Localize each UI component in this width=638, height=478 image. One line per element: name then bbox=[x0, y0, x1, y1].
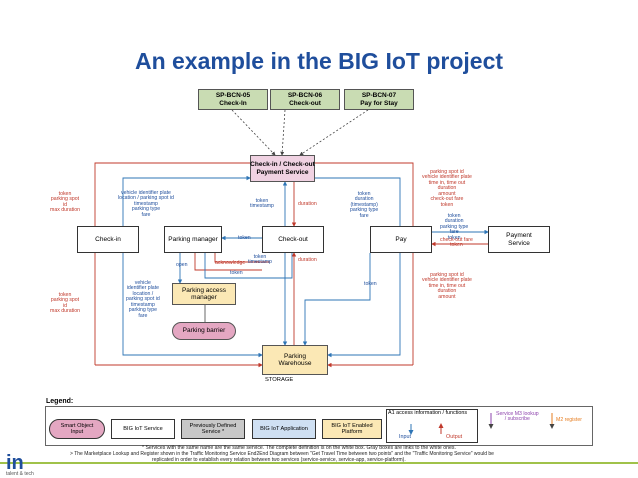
node-sp-bcn-06-label: SP-BCN-06 Check-out bbox=[287, 92, 323, 107]
legend-m3-lookup: Service M3 lookup / subscribe bbox=[496, 411, 539, 423]
legend-title: Legend: bbox=[46, 398, 74, 405]
node-payment-service: Payment Service bbox=[488, 226, 550, 253]
note-line-3: replicated in order to establish every r… bbox=[152, 457, 406, 463]
legend-previously-defined: Previously Defined Service * bbox=[181, 419, 245, 439]
label-token-mid: token bbox=[238, 235, 251, 241]
label-parking-spot-right-top: parking spot id vehicle identifier plate… bbox=[422, 169, 472, 208]
node-sp-bcn-06: SP-BCN-06 Check-out bbox=[270, 89, 340, 110]
label-token-timestamp-mid: token timestamp bbox=[248, 254, 272, 266]
legend-big-iot-platform-label: BIG IoT Enabled Platform bbox=[331, 422, 373, 435]
label-vehicle-ids-top: vehicle identifier plate location / park… bbox=[118, 190, 174, 218]
node-parking-warehouse-label: Parking Warehouse bbox=[278, 352, 312, 367]
note-line-1: * Services with the same name are the sa… bbox=[142, 445, 456, 451]
label-token-low: token bbox=[230, 270, 243, 276]
legend-m2-register: M2 register bbox=[556, 417, 582, 423]
node-parking-barrier-label: Parking barrier bbox=[182, 327, 226, 335]
legend-previously-defined-label: Previously Defined Service * bbox=[189, 422, 237, 435]
label-token-duration-right: token duration parking type fare token bbox=[440, 213, 469, 241]
node-service-label: Check-in / Check-out Payment Service bbox=[250, 161, 315, 176]
node-parking-barrier: Parking barrier bbox=[172, 322, 236, 340]
node-check-in-label: Check-in bbox=[95, 235, 121, 243]
label-duration-top: duration bbox=[298, 201, 317, 207]
label-token-pay-low: token bbox=[364, 281, 377, 287]
label-duration-mid: duration bbox=[298, 257, 317, 263]
legend-big-iot-application-label: BIG IoT Application bbox=[260, 425, 308, 432]
legend-big-iot-platform: BIG IoT Enabled Platform bbox=[322, 419, 382, 439]
node-sp-bcn-07-label: SP-BCN-07 Pay for Stay bbox=[360, 92, 398, 107]
company-tagline: talent & tech bbox=[6, 471, 34, 477]
legend-access-box bbox=[386, 409, 478, 443]
legend-output: Output bbox=[446, 434, 463, 440]
storage-label: STORAGE bbox=[265, 377, 294, 383]
label-open: open bbox=[176, 262, 188, 268]
node-pay-label: Pay bbox=[395, 235, 407, 243]
legend-big-iot-service: BIG IoT Service bbox=[111, 419, 175, 439]
node-parking-access-manager-label: Parking access manager bbox=[181, 286, 227, 301]
legend-big-iot-application: BIG IoT Application bbox=[252, 419, 316, 439]
label-acknowledge: acknowledge bbox=[215, 260, 246, 266]
label-token-timestamp-top: token timestamp bbox=[250, 198, 274, 210]
node-pay: Pay bbox=[370, 226, 432, 253]
node-payment-service-label: Payment Service bbox=[506, 232, 532, 247]
node-parking-manager-label: Parking manager bbox=[168, 235, 218, 243]
legend-smart-object-label: Smart Object Input bbox=[60, 422, 94, 435]
label-parking-spot-right-bottom: parking spot id vehicle identifier plate… bbox=[422, 272, 472, 300]
legend-input: Input bbox=[399, 434, 411, 440]
node-check-out: Check-out bbox=[262, 226, 324, 253]
company-logo: in bbox=[6, 452, 24, 474]
legend-big-iot-service-label: BIG IoT Service bbox=[123, 425, 163, 432]
note-line-2: > The Marketplace Lookup and Register sh… bbox=[70, 451, 494, 457]
node-sp-bcn-07: SP-BCN-07 Pay for Stay bbox=[344, 89, 414, 110]
label-token-left-bottom: token parking spot id max duration bbox=[50, 292, 80, 315]
legend-a1-access: A1 access information / functions bbox=[388, 410, 468, 416]
node-sp-bcn-05-label: SP-BCN-05 Check-In bbox=[215, 92, 251, 107]
node-parking-manager: Parking manager bbox=[164, 226, 222, 253]
label-vehicle-ids-low: vehicle identifier plate location / park… bbox=[126, 280, 160, 319]
node-checkin-checkout-service: Check-in / Check-out Payment Service bbox=[250, 155, 315, 182]
label-token-left-top: token parking spot id max duration bbox=[50, 191, 80, 214]
node-parking-access-manager: Parking access manager bbox=[172, 283, 236, 305]
label-token-duration-fare: token duration (timestamp) parking type … bbox=[350, 191, 379, 219]
node-parking-warehouse: Parking Warehouse bbox=[262, 345, 328, 375]
page-title: An example in the BIG IoT project bbox=[134, 48, 504, 74]
node-check-out-label: Check-out bbox=[278, 235, 308, 243]
label-checkout-fare-token: check-out fare token bbox=[440, 237, 473, 249]
accent-bar bbox=[0, 462, 638, 464]
node-sp-bcn-05: SP-BCN-05 Check-In bbox=[198, 89, 268, 110]
legend-smart-object: Smart Object Input bbox=[49, 419, 105, 439]
node-check-in: Check-in bbox=[77, 226, 139, 253]
legend-frame bbox=[45, 406, 593, 446]
